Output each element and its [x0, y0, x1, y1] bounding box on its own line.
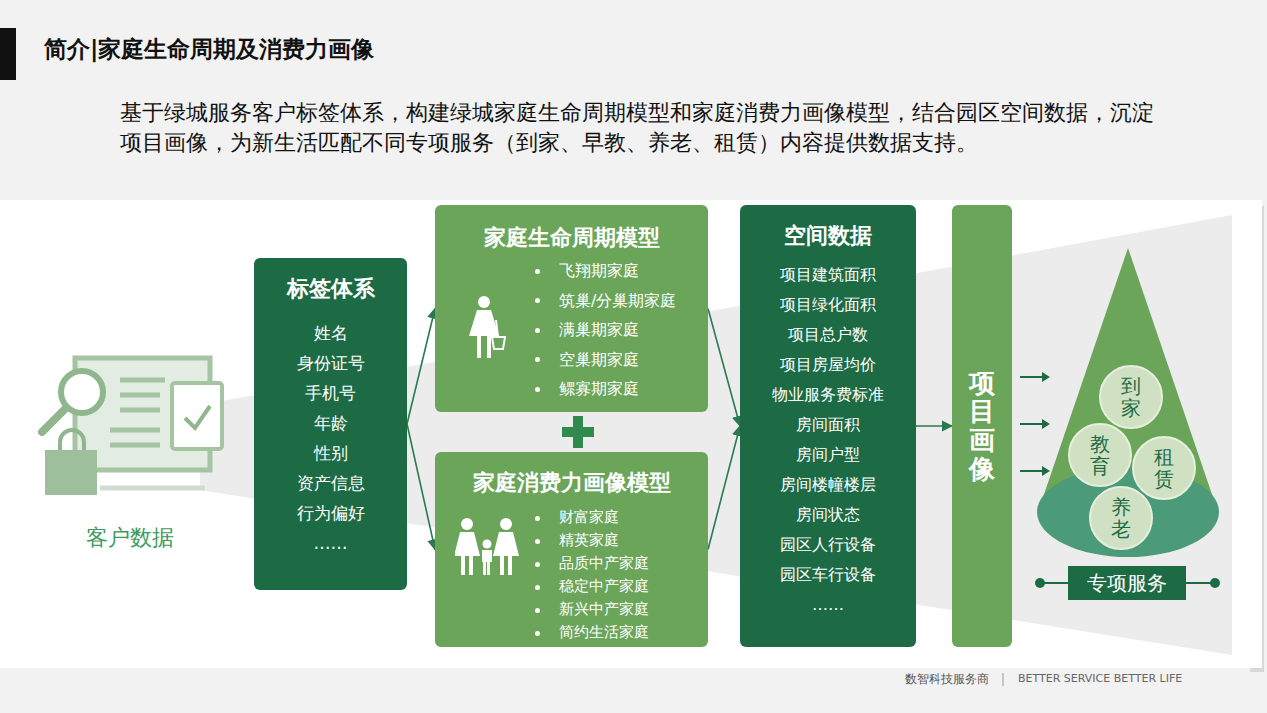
list-item: 精英家庭: [435, 529, 708, 552]
list-item: ……: [740, 590, 916, 620]
service-label-box: 专项服务: [1068, 566, 1186, 600]
service-circle: 养老: [1089, 486, 1153, 550]
list-item: 空巢期家庭: [435, 345, 708, 375]
list-item: 行为偏好: [254, 498, 407, 528]
circle-label: 养老: [1111, 496, 1131, 540]
list-item: 园区车行设备: [740, 560, 916, 590]
cone-arrows: [1020, 372, 1050, 476]
plus-sign: [562, 416, 594, 448]
node-label: 专项服务: [1087, 570, 1167, 597]
list-item: 姓名: [254, 318, 407, 348]
list-item: 项目房屋均价: [740, 350, 916, 380]
list-item: 简约生活家庭: [435, 621, 708, 644]
flow-arrow: [407, 424, 435, 550]
title-bar: [0, 28, 16, 80]
page-title: 简介|家庭生命周期及消费力画像: [44, 33, 374, 65]
circle-label: 教育: [1090, 433, 1110, 477]
list-item: 性别: [254, 438, 407, 468]
box-heading: 空间数据: [740, 221, 916, 251]
lifecycle-box: 家庭生命周期模型飞翔期家庭筑巢/分巢期家庭满巢期家庭空巢期家庭鳏寡期家庭: [435, 205, 708, 412]
customer-data-illustration: [42, 358, 222, 495]
project-profile-bar: 项目画像: [952, 205, 1012, 647]
list-item: 房间状态: [740, 500, 916, 530]
list-item: 房间楼幢楼层: [740, 470, 916, 500]
list-item: 手机号: [254, 378, 407, 408]
list-item: 物业服务费标准: [740, 380, 916, 410]
flow-arrow: [407, 309, 435, 425]
gray-wedge: [200, 215, 1232, 655]
box-heading: 家庭消费力画像模型: [435, 468, 708, 498]
list-item: 房间户型: [740, 440, 916, 470]
flow-arrow: [708, 426, 740, 550]
footer-divider: [1003, 673, 1004, 686]
list-item: 项目绿化面积: [740, 290, 916, 320]
space-data-box: 空间数据项目建筑面积项目绿化面积项目总户数项目房屋均价物业服务费标准房间面积房间…: [740, 205, 916, 647]
family-icon: [455, 518, 519, 576]
intro-text: 基于绿城服务客户标签体系，构建绿城家庭生命周期模型和家庭消费力画像模型，结合园区…: [120, 98, 1160, 158]
list-item: 飞翔期家庭: [435, 256, 708, 286]
list-item: 身份证号: [254, 348, 407, 378]
woman-icon: [466, 295, 506, 361]
list-item: 项目总户数: [740, 320, 916, 350]
list-item: 项目建筑面积: [740, 260, 916, 290]
list-item: 资产信息: [254, 468, 407, 498]
list-item: 稳定中产家庭: [435, 575, 708, 598]
footer-slogan: BETTER SERVICE BETTER LIFE: [1018, 671, 1218, 687]
list-item: 筑巢/分巢期家庭: [435, 286, 708, 316]
service-circle: 租赁: [1132, 436, 1196, 500]
circle-label: 到家: [1121, 375, 1141, 419]
service-circle: 教育: [1068, 423, 1132, 487]
list-item: 年龄: [254, 408, 407, 438]
panel: [0, 200, 1262, 668]
list-item: 园区人行设备: [740, 530, 916, 560]
list-item: 财富家庭: [435, 506, 708, 529]
circle-label: 租赁: [1154, 446, 1174, 490]
footer-text: 数智科技服务商: [905, 671, 1000, 687]
caption-node: 客户数据: [40, 520, 220, 556]
list-item: 满巢期家庭: [435, 315, 708, 345]
list-item: 鳏寡期家庭: [435, 374, 708, 404]
service-circle: 到家: [1099, 365, 1163, 429]
vertical-label: 项目画像: [969, 369, 995, 483]
tag-system-box: 标签体系姓名身份证号手机号年龄性别资产信息行为偏好……: [254, 258, 407, 590]
flow-arrow: [916, 425, 952, 427]
list-item: 新兴中产家庭: [435, 598, 708, 621]
box-heading: 标签体系: [254, 274, 407, 304]
box-heading: 家庭生命周期模型: [435, 223, 708, 253]
list-item: ……: [254, 528, 407, 558]
list-item: 房间面积: [740, 410, 916, 440]
list-item: 品质中产家庭: [435, 552, 708, 575]
consumption-box: 家庭消费力画像模型财富家庭精英家庭品质中产家庭稳定中产家庭新兴中产家庭简约生活家…: [435, 452, 708, 647]
flow-arrow: [708, 309, 740, 427]
node-label: 客户数据: [40, 520, 220, 556]
